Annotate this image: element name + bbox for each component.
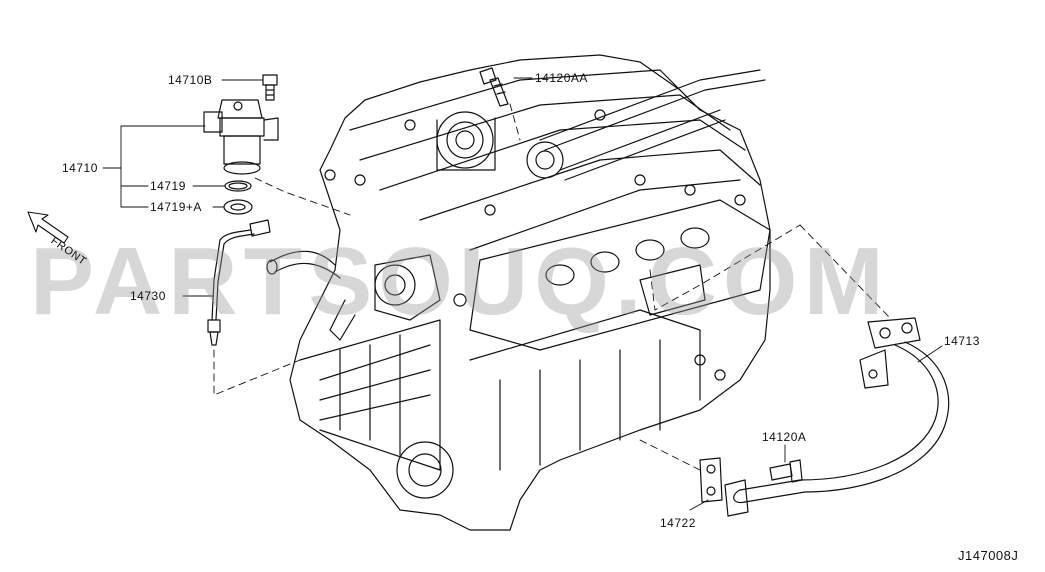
egr-tube-14713 — [724, 317, 950, 517]
diagram-id: J147008J — [958, 548, 1019, 563]
engine-assembly — [266, 54, 771, 531]
label-14710: 14710 — [62, 161, 98, 175]
bolt-14710b — [262, 74, 278, 101]
gasket-14719-inner — [228, 182, 248, 190]
label-14719a: 14719+A — [150, 200, 202, 214]
leader-lines — [102, 77, 943, 511]
sensor-harness-14730 — [207, 219, 271, 346]
front-arrow-icon — [27, 211, 69, 244]
gasket-14719a — [223, 199, 253, 215]
gasket-14719a-inner — [230, 203, 246, 211]
label-14719: 14719 — [150, 179, 186, 193]
bolt-14120a — [769, 459, 803, 483]
bolt-14120aa — [479, 67, 509, 107]
label-14120a: 14120A — [762, 430, 807, 444]
label-14710b: 14710B — [168, 73, 213, 87]
watermark-text: PARTSOUQ.COM — [30, 228, 890, 335]
label-14722: 14722 — [660, 516, 696, 530]
label-14730: 14730 — [130, 289, 166, 303]
label-14713: 14713 — [944, 334, 980, 348]
label-14120aa: 14120AA — [535, 71, 588, 85]
dashed-assembly-lines — [213, 103, 891, 471]
egr-valve-14710 — [203, 99, 279, 175]
gasket-14722 — [699, 457, 723, 503]
